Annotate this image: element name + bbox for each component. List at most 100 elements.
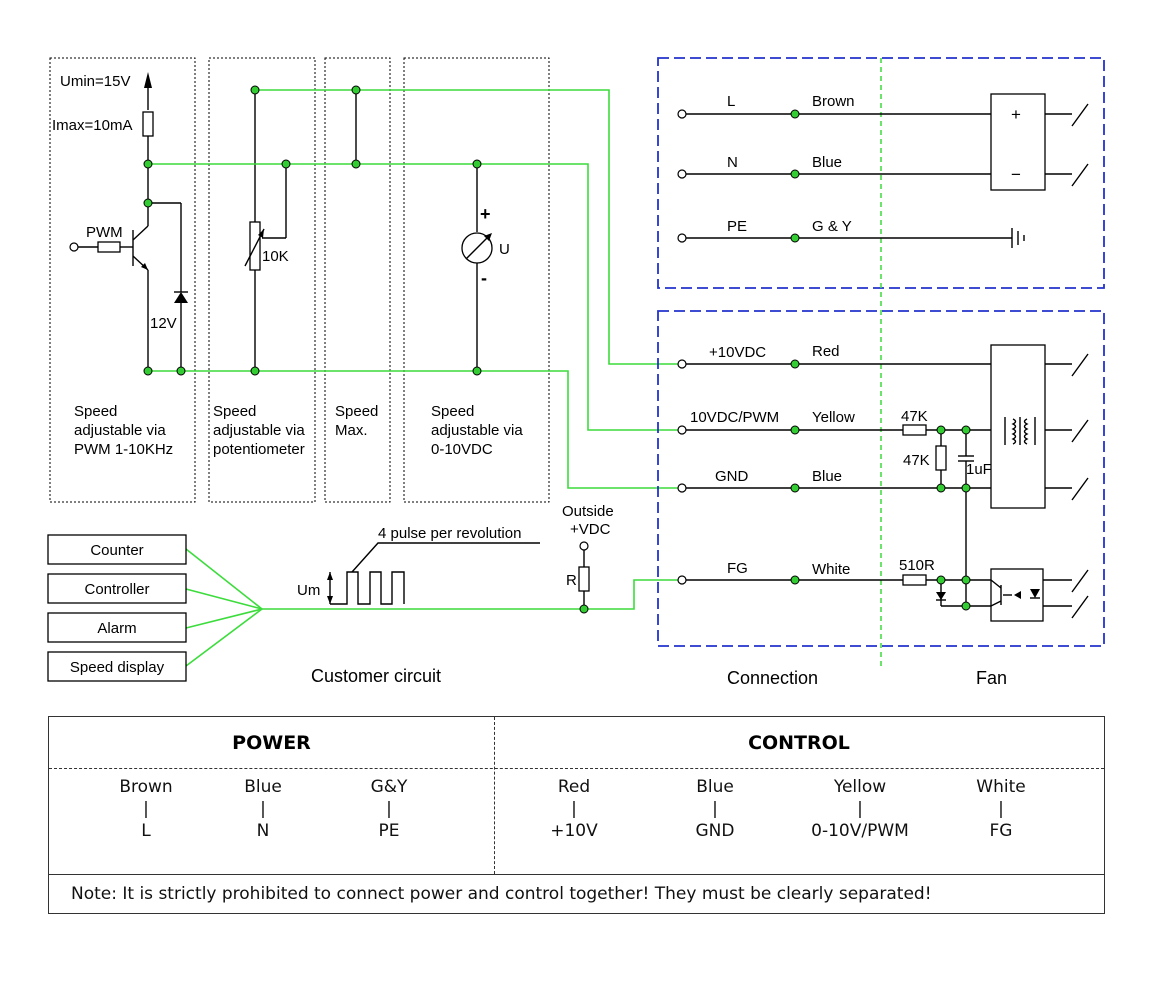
speed-pwm-line: adjustable via [74, 422, 166, 439]
wire-color: White [976, 777, 1026, 797]
outside-line: +VDC [570, 521, 611, 538]
svg-text:Outside+VDC: Outside+VDC [562, 503, 614, 538]
control-rows: +10VDC Red 10VDC/PWM Yellow GND Blue FG … [677, 343, 991, 586]
minus-sign: - [481, 268, 487, 288]
speed-max-line: Max. [335, 422, 368, 439]
separator: | [712, 799, 718, 819]
signal-wires [148, 89, 682, 667]
wire-color: Yellow [833, 777, 887, 797]
table-column: White|FG [946, 777, 1056, 841]
separator: | [386, 799, 392, 819]
pwm-label: PWM [86, 224, 123, 241]
separator: | [857, 799, 863, 819]
device-speed-display: Speed display [70, 659, 165, 676]
outside-line: Outside [562, 503, 614, 520]
wire-color: Blue [244, 777, 282, 797]
table-column: G&Y|PE [334, 777, 444, 841]
wire-color-table: POWER CONTROL Brown|L Blue|N G&Y|PE Red|… [48, 716, 1105, 914]
control-terminal-10vdc: +10VDC [709, 344, 766, 361]
resistor-47k-2: 47K [903, 452, 930, 469]
control-terminal-gnd: GND [715, 468, 749, 485]
warning-note: Note: It is strictly prohibited to conne… [71, 884, 932, 904]
power-rows: L Brown N Blue PE G & Y + − [677, 93, 1089, 248]
header-divider [49, 768, 1104, 769]
speed-pot-line: adjustable via [213, 422, 305, 439]
power-wire-brown: Brown [812, 93, 855, 110]
speed-pot-line: Speed [213, 403, 256, 420]
wire-pin: L [141, 821, 151, 841]
control-wire-white: White [812, 561, 850, 578]
power-header: POWER [232, 732, 311, 754]
separator: | [571, 799, 577, 819]
device-boxes: Counter Controller Alarm Speed display [47, 534, 187, 682]
separator: | [998, 799, 1004, 819]
resistor-47k-1: 47K [901, 408, 928, 425]
resistor-510r: 510R [899, 557, 935, 574]
control-terminal-fg: FG [727, 560, 748, 577]
wire-pin: PE [378, 821, 400, 841]
table-column: Yellow|0-10V/PWM [794, 777, 926, 841]
power-wire-blue: Blue [812, 154, 842, 171]
umin-label: Umin=15V [60, 73, 130, 90]
wire-color: G&Y [370, 777, 408, 797]
customer-circuit-caption: Customer circuit [311, 666, 441, 686]
control-terminal-pwm: 10VDC/PWM [690, 409, 779, 426]
pwm-section: Umin=15V Imax=10mA PWM 12V Speed adjustab… [52, 72, 188, 458]
table-column: Red|+10V [519, 777, 629, 841]
table-column: Blue|N [208, 777, 318, 841]
potentiometer-section: 10K Speed adjustable via potentiometer [213, 90, 305, 458]
speed-pwm-line: Speed [74, 403, 117, 420]
pot-label: 10K [262, 248, 289, 265]
pulse-output: 4 pulse per revolution Um Outside+VDC R [297, 503, 614, 605]
section-captions: Customer circuit Connection Fan [311, 666, 1007, 688]
capacitor-1uf: 1uF [966, 461, 992, 478]
um-label: Um [297, 582, 320, 599]
speed-pot-line: potentiometer [213, 441, 305, 458]
imax-label: Imax=10mA [52, 117, 132, 134]
separator: | [260, 799, 266, 819]
device-alarm: Alarm [97, 620, 136, 637]
table-column: Brown|L [91, 777, 201, 841]
plus-sign: + [480, 204, 491, 224]
wiring-diagram: Umin=15V Imax=10mA PWM 12V Speed adjustab… [47, 57, 1105, 688]
speed-vdc-line: adjustable via [431, 422, 523, 439]
power-terminal-n: N [727, 154, 738, 171]
wire-color: Blue [696, 777, 734, 797]
control-wire-blue: Blue [812, 468, 842, 485]
pulse-label: 4 pulse per revolution [378, 525, 521, 542]
separator: | [143, 799, 149, 819]
section-divider [494, 717, 495, 874]
customer-section-boxes [49, 57, 550, 503]
junction-nodes [143, 85, 589, 614]
wire-pin: FG [989, 821, 1013, 841]
table-column: Blue|GND [660, 777, 770, 841]
power-terminal-pe: PE [727, 218, 747, 235]
fan-plus: + [1011, 105, 1021, 124]
speed-vdc-line: 0-10VDC [431, 441, 493, 458]
fan-minus: − [1011, 165, 1021, 184]
wire-pin: 0-10V/PWM [811, 821, 909, 841]
control-header: CONTROL [748, 732, 850, 754]
power-terminal-l: L [727, 93, 735, 110]
wire-color: Brown [119, 777, 173, 797]
connection-caption: Connection [727, 668, 818, 688]
speed-max-line: Speed [335, 403, 378, 420]
fan-caption: Fan [976, 668, 1007, 688]
zener-label: 12V [150, 315, 177, 332]
wire-color: Red [557, 777, 591, 797]
control-wire-yellow: Yellow [812, 409, 855, 426]
fan-control-circuit: 47K 47K 1uF 510R [899, 344, 1089, 622]
wire-pin: N [256, 821, 270, 841]
power-wire-gy: G & Y [812, 218, 852, 235]
speed-pwm-line: PWM 1-10KHz [74, 441, 173, 458]
u-label: U [499, 241, 510, 258]
wire-pin: +10V [550, 821, 598, 841]
note-divider [49, 874, 1104, 875]
wire-pin: GND [695, 821, 735, 841]
